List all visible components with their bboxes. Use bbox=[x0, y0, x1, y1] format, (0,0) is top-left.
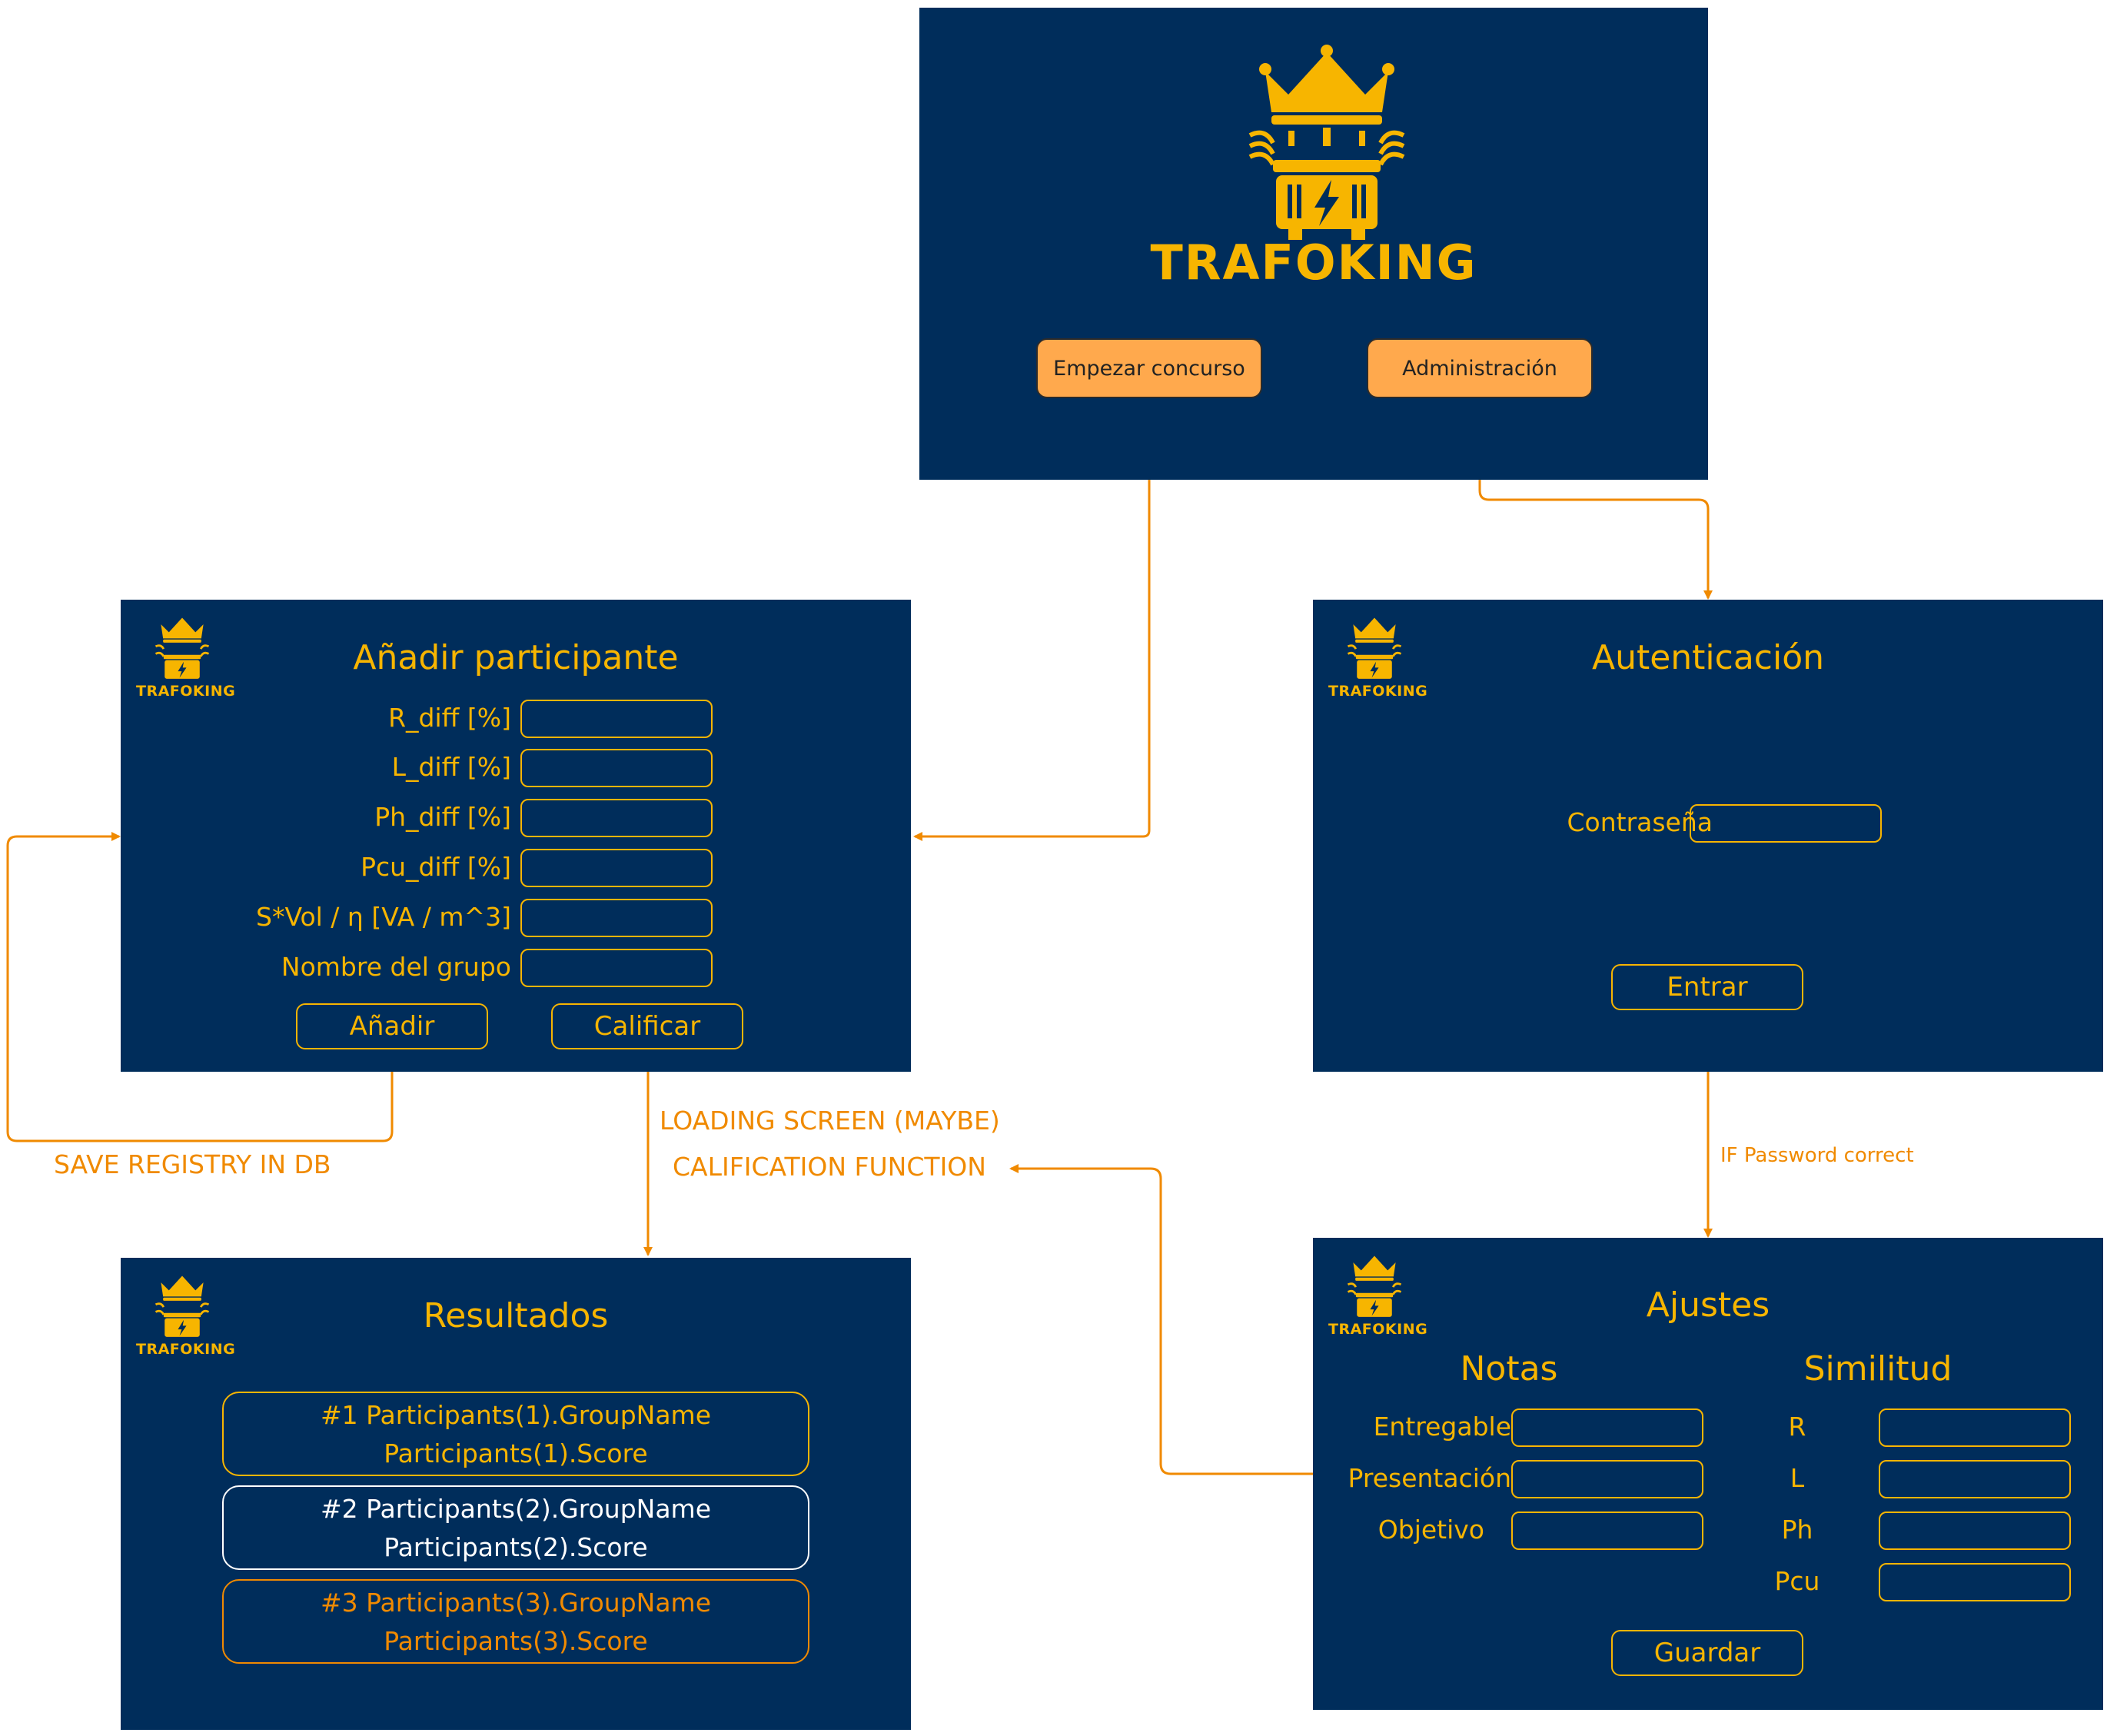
arrow-start-to-add bbox=[913, 400, 1151, 841]
similarity-ph-input[interactable] bbox=[1879, 1512, 2071, 1550]
save-button[interactable]: Guardar bbox=[1611, 1630, 1803, 1676]
pcu-diff-input[interactable] bbox=[520, 849, 713, 887]
arrow-admin-to-auth bbox=[1478, 400, 1713, 600]
grade-label-presentation: Presentación bbox=[1348, 1463, 1511, 1493]
similarity-r-input[interactable] bbox=[1879, 1408, 2071, 1447]
password-label: Contraseña bbox=[1567, 807, 1713, 837]
start-contest-button[interactable]: Empezar concurso bbox=[1036, 338, 1262, 398]
field-label-group-name: Nombre del grupo bbox=[281, 952, 511, 982]
home-screen: TRAFOKING Empezar concurso Administració… bbox=[919, 8, 1708, 480]
add-participant-title: Añadir participante bbox=[353, 638, 679, 677]
enter-button[interactable]: Entrar bbox=[1611, 964, 1803, 1010]
similarity-label-pcu: Pcu bbox=[1774, 1566, 1820, 1596]
authentication-screen: TRAFOKING Autenticación Contraseña Entra… bbox=[1313, 600, 2103, 1072]
grade-button[interactable]: Calificar bbox=[551, 1003, 743, 1049]
crown-icon bbox=[155, 617, 210, 679]
brand-name: TRAFOKING bbox=[1150, 234, 1477, 291]
similarity-heading: Similitud bbox=[1803, 1349, 1952, 1388]
grades-heading: Notas bbox=[1460, 1349, 1558, 1388]
crown-icon bbox=[1347, 1255, 1402, 1317]
arrow-add-loop bbox=[6, 832, 394, 1142]
similarity-label-l: L bbox=[1790, 1463, 1805, 1493]
trafoking-small-logo: TRAFOKING bbox=[1328, 615, 1428, 707]
similarity-label-r: R bbox=[1788, 1412, 1806, 1442]
similarity-l-input[interactable] bbox=[1879, 1460, 2071, 1498]
result-row-3-group: #3 Participants(3).GroupName bbox=[320, 1588, 712, 1618]
result-row-1-group: #1 Participants(1).GroupName bbox=[320, 1400, 712, 1430]
r-diff-input[interactable] bbox=[520, 700, 713, 738]
deliverable-input[interactable] bbox=[1511, 1408, 1703, 1447]
group-name-input[interactable] bbox=[520, 949, 713, 987]
trafoking-small-logo: TRAFOKING bbox=[136, 1273, 236, 1365]
crown-icon bbox=[155, 1275, 210, 1337]
trafoking-small-logo: TRAFOKING bbox=[136, 615, 236, 707]
arrow-settings-to-function bbox=[1009, 1164, 1313, 1475]
ph-diff-input[interactable] bbox=[520, 799, 713, 837]
small-logo-brand: TRAFOKING bbox=[1328, 1321, 1428, 1338]
result-row-2-group: #2 Participants(2).GroupName bbox=[320, 1494, 712, 1524]
crown-icon bbox=[1347, 617, 1402, 679]
results-screen: TRAFOKING Resultados #1 Participants(1).… bbox=[121, 1258, 911, 1730]
settings-screen: TRAFOKING Ajustes Notas Similitud Entreg… bbox=[1313, 1238, 2103, 1710]
small-logo-brand: TRAFOKING bbox=[136, 1341, 236, 1358]
l-diff-input[interactable] bbox=[520, 749, 713, 787]
field-label-pcu-diff: Pcu_diff [%] bbox=[361, 852, 511, 882]
similarity-label-ph: Ph bbox=[1781, 1515, 1813, 1545]
administration-button[interactable]: Administración bbox=[1367, 338, 1593, 398]
field-label-l-diff: L_diff [%] bbox=[391, 752, 511, 782]
small-logo-brand: TRAFOKING bbox=[1328, 683, 1428, 700]
authentication-title: Autenticación bbox=[1591, 638, 1825, 677]
result-row-2: #2 Participants(2).GroupName Participant… bbox=[222, 1485, 809, 1570]
password-input[interactable] bbox=[1690, 804, 1882, 843]
loading-screen-annotation: LOADING SCREEN (MAYBE) bbox=[660, 1106, 1000, 1136]
result-row-3: #3 Participants(3).GroupName Participant… bbox=[222, 1579, 809, 1664]
settings-title: Ajustes bbox=[1646, 1285, 1770, 1325]
result-row-3-score: Participants(3).Score bbox=[384, 1626, 648, 1656]
result-row-1-score: Participants(1).Score bbox=[384, 1438, 648, 1468]
similarity-pcu-input[interactable] bbox=[1879, 1563, 2071, 1601]
save-registry-annotation: SAVE REGISTRY IN DB bbox=[54, 1149, 331, 1179]
add-participant-screen: TRAFOKING Añadir participante R_diff [%]… bbox=[121, 600, 911, 1072]
result-row-2-score: Participants(2).Score bbox=[384, 1532, 648, 1562]
svol-input[interactable] bbox=[520, 899, 713, 937]
field-label-svol: S*Vol / η [VA / m^3] bbox=[256, 902, 511, 932]
objective-input[interactable] bbox=[1511, 1512, 1703, 1550]
grade-label-deliverable: Entregable bbox=[1373, 1412, 1511, 1442]
trafoking-small-logo: TRAFOKING bbox=[1328, 1253, 1428, 1345]
password-correct-annotation: IF Password correct bbox=[1720, 1144, 1914, 1167]
small-logo-brand: TRAFOKING bbox=[136, 683, 236, 700]
add-button[interactable]: Añadir bbox=[296, 1003, 488, 1049]
field-label-ph-diff: Ph_diff [%] bbox=[374, 802, 511, 832]
trafoking-crown-logo bbox=[1248, 45, 1405, 240]
field-label-r-diff: R_diff [%] bbox=[388, 703, 511, 733]
result-row-1: #1 Participants(1).GroupName Participant… bbox=[222, 1392, 809, 1476]
grade-label-objective: Objetivo bbox=[1378, 1515, 1484, 1545]
presentation-input[interactable] bbox=[1511, 1460, 1703, 1498]
results-title: Resultados bbox=[423, 1296, 609, 1335]
calification-function-annotation: CALIFICATION FUNCTION bbox=[673, 1152, 986, 1182]
